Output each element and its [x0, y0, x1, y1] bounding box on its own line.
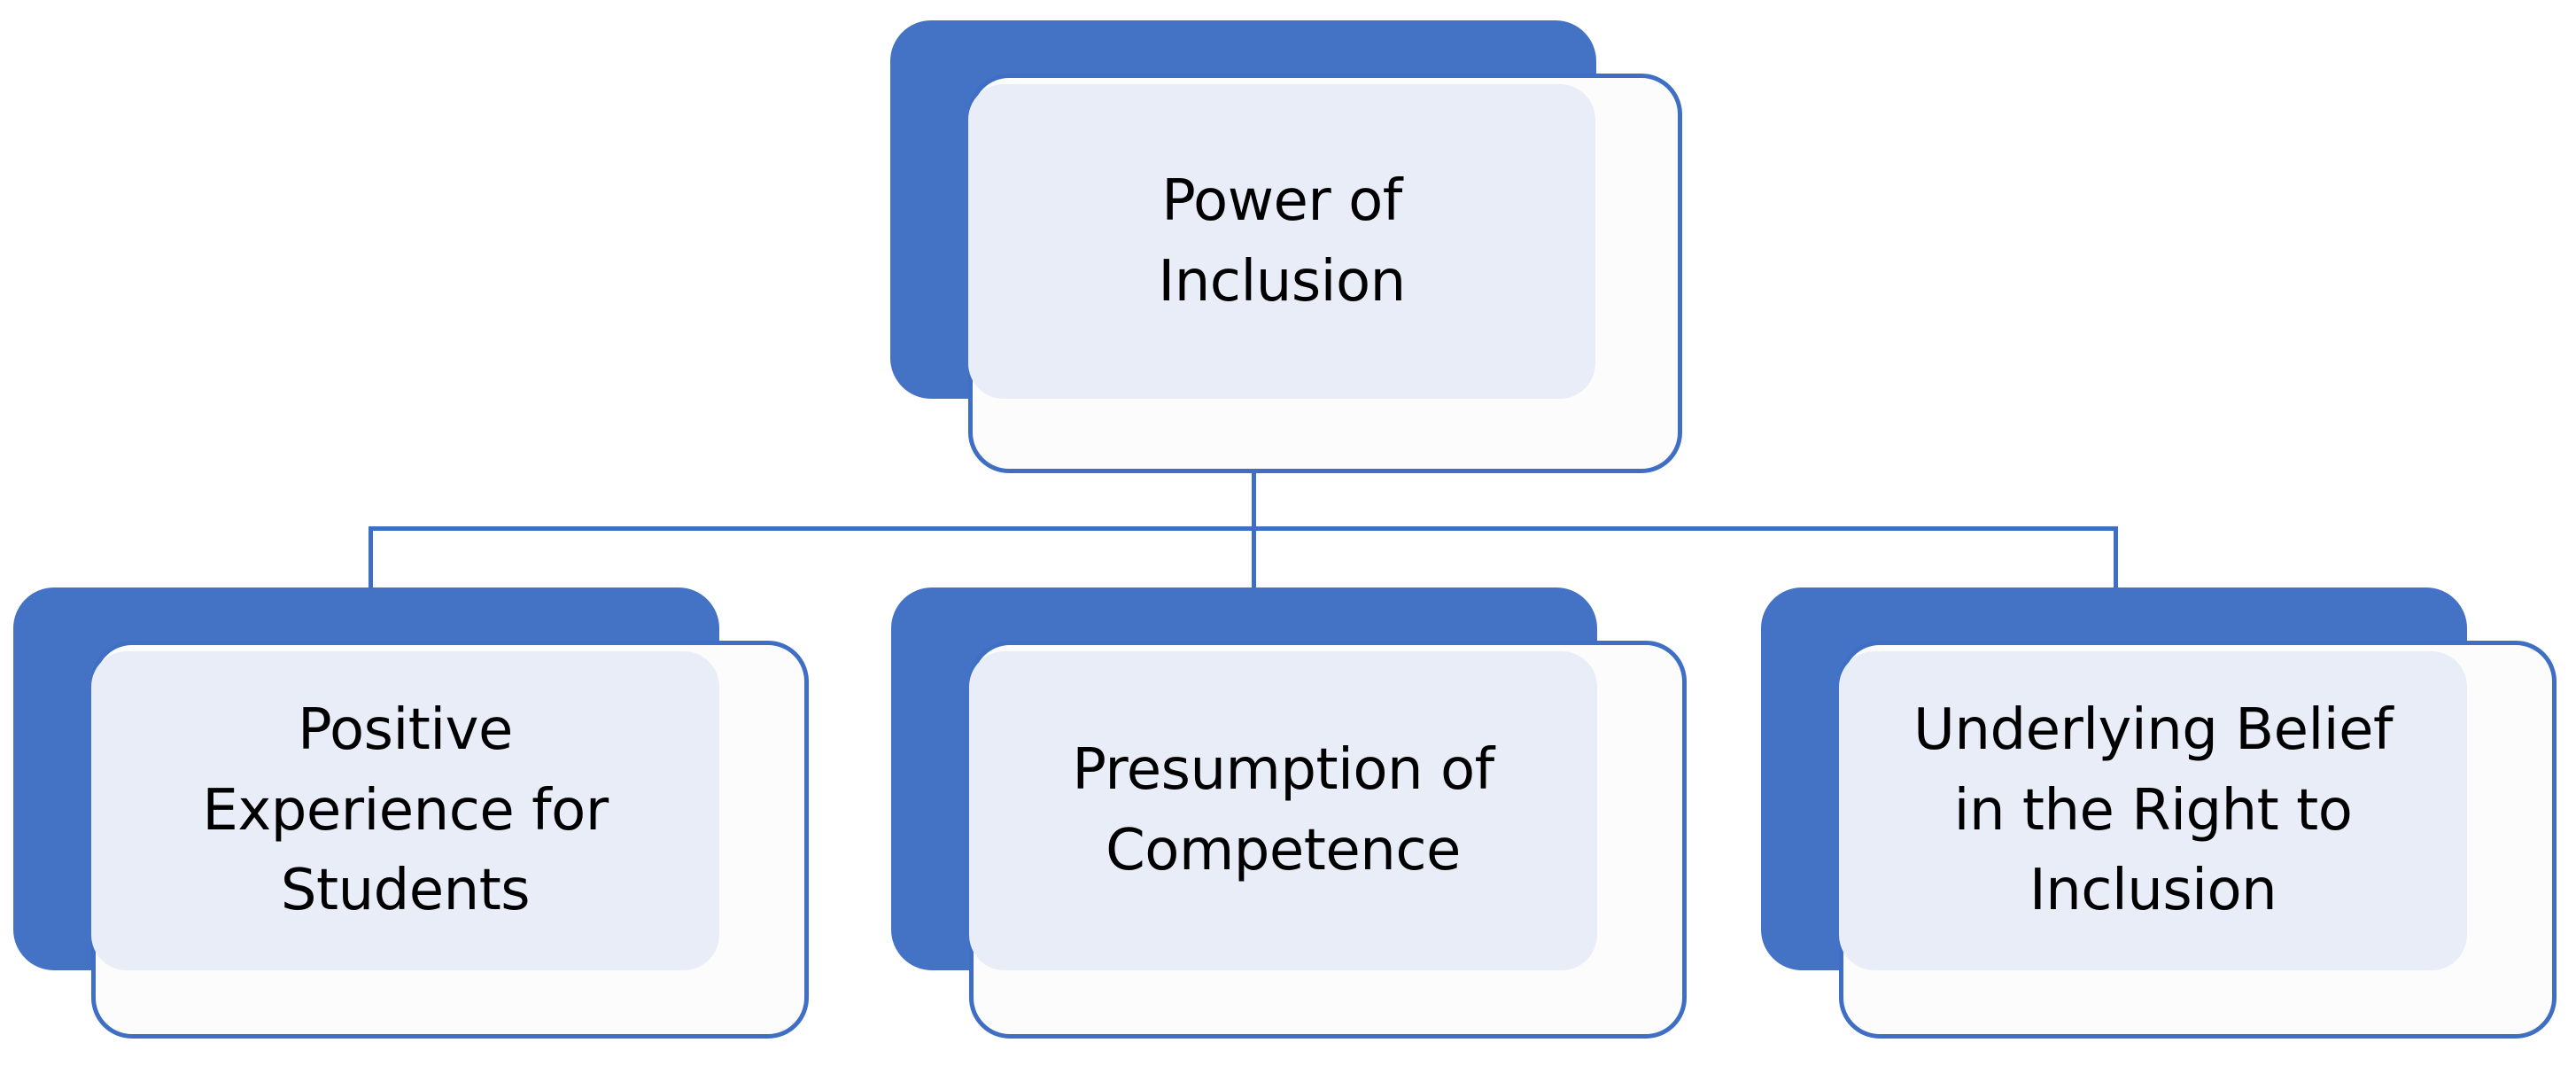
connector-drop-left — [369, 526, 373, 588]
node-child2-label: Presumption of Competence — [1072, 737, 1494, 883]
connector-root-stem — [1252, 470, 1256, 530]
connector-horizontal-bus — [369, 526, 2118, 531]
node-child3-label: Underlying Belief in the Right to Inclus… — [1913, 696, 2393, 924]
node-root-label: Power of Inclusion — [1158, 167, 1406, 315]
connector-drop-right — [2114, 526, 2118, 588]
node-child3-inner: Underlying Belief in the Right to Inclus… — [1839, 651, 2467, 970]
connector-drop-center — [1252, 526, 1256, 588]
node-root-inner: Power of Inclusion — [968, 84, 1595, 399]
node-child2-inner: Presumption of Competence — [969, 651, 1597, 970]
node-child1-inner: Positive Experience for Students — [91, 651, 719, 970]
node-child1-label: Positive Experience for Students — [202, 696, 609, 924]
